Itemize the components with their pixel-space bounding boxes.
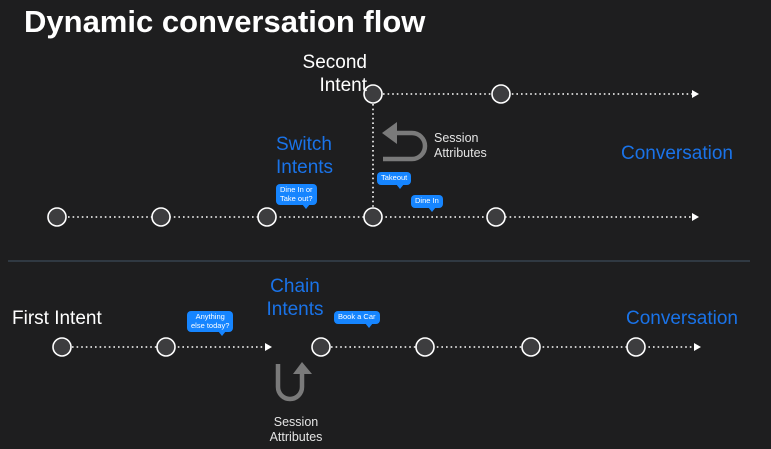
flow-node — [491, 84, 511, 104]
flow-node — [626, 337, 646, 357]
top-flow-arrowhead — [692, 213, 699, 221]
chain-intents-label: Chain Intents — [266, 276, 324, 320]
conversation-label-bottom: Conversation — [626, 308, 738, 329]
first-intent-label: First Intent — [12, 308, 102, 329]
second-intent-arrowhead — [692, 90, 699, 98]
bubble-takeout: Takeout — [377, 172, 412, 189]
flow-node — [363, 84, 383, 104]
up-turn-arrow-icon — [275, 362, 312, 402]
flow-node — [156, 337, 176, 357]
flow-node — [151, 207, 171, 227]
bubble-book-a-car: Book a Car — [334, 311, 380, 328]
conversation-label-top: Conversation — [621, 143, 733, 164]
session-attributes-label-bottom: Session Attributes — [269, 415, 323, 444]
flow-node — [257, 207, 277, 227]
second-intent-label: Second Intent — [302, 52, 367, 96]
slide-title: Dynamic conversation flow — [24, 4, 426, 39]
flow-node — [415, 337, 435, 357]
bottom-flow-arrowhead-second — [694, 343, 701, 351]
bottom-flow-arrowhead-first — [265, 343, 272, 351]
flow-node — [52, 337, 72, 357]
u-turn-arrow-icon — [382, 122, 428, 162]
session-attributes-label-top: Session Attributes — [434, 131, 487, 160]
bubble-dine-in-or-takeout: Dine In or Take out? — [276, 184, 317, 210]
flow-node — [311, 337, 331, 357]
flow-node — [363, 207, 383, 227]
flow-node — [486, 207, 506, 227]
bubble-anything-else: Anything else today? — [187, 311, 234, 337]
switch-intents-label: Switch Intents — [276, 134, 334, 178]
flow-node — [521, 337, 541, 357]
flow-node — [47, 207, 67, 227]
bubble-dine-in: Dine In — [411, 195, 443, 212]
